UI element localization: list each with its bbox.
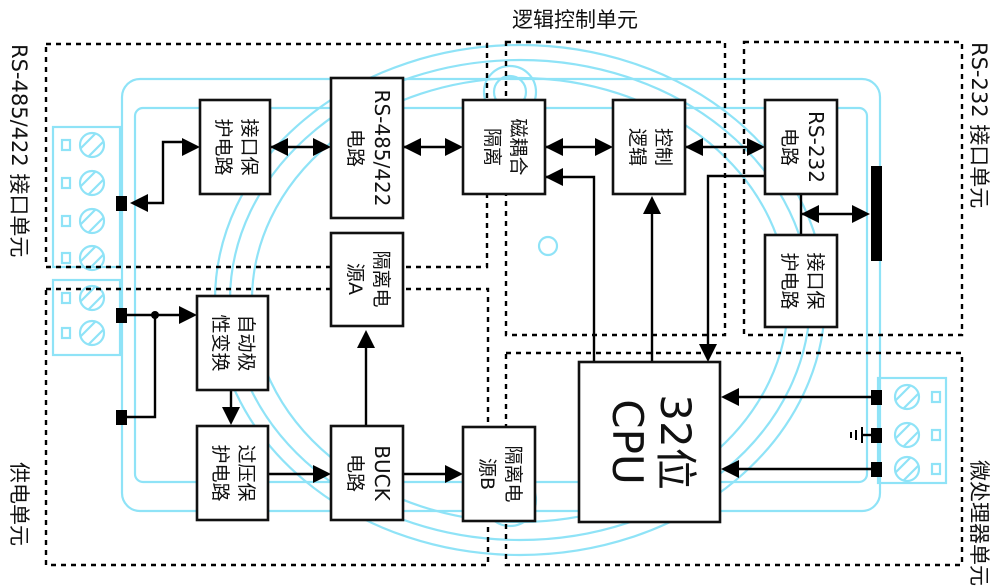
- block-isolated-power-b: [461, 425, 537, 523]
- label-isolated-power-b-1: 隔离电: [502, 445, 524, 502]
- label-rs485-protect-2: 护电路: [212, 118, 234, 175]
- label-magnetic-isolation-2: 隔离: [481, 128, 503, 166]
- screw-icon: [78, 244, 106, 272]
- unit-label-cpu: 微处理器单元: [967, 460, 991, 586]
- terminal-slot-icon: [930, 462, 942, 476]
- ground-icon: [850, 427, 863, 443]
- label-auto-polarity-1: 自动极: [235, 314, 257, 371]
- screw-icon: [78, 319, 106, 347]
- unit-label-logic: 逻辑控制单元: [512, 8, 638, 32]
- block-rs232-circuit: [763, 98, 839, 196]
- junction-dot: [151, 311, 159, 319]
- pin-power-2: [116, 410, 127, 425]
- pin-cpu-gnd: [871, 428, 882, 443]
- screw-icon: [893, 383, 921, 411]
- label-magnetic-isolation-1: 磁耦合: [507, 118, 529, 175]
- rs232-bus-bar: [871, 166, 882, 261]
- unit-label-power: 供电单元: [7, 462, 31, 546]
- label-isolated-power-a-2: 源A: [344, 263, 366, 295]
- blocks: [195, 76, 839, 524]
- label-cpu-1: 32位: [651, 394, 700, 489]
- label-control-logic-1: 控制: [652, 128, 674, 166]
- pin-power-1: [116, 308, 127, 323]
- unit-label-rs232: RS-232 接口单元: [967, 42, 991, 208]
- block-labels: 接口保 护电路 RS-485/422 电路 磁耦合 隔离 控制 逻辑 RS-23…: [209, 90, 828, 503]
- rs485-unit-boundary: [44, 42, 489, 269]
- screw-icon: [78, 169, 106, 197]
- connections: [125, 140, 875, 476]
- pin-cpu-1: [871, 390, 882, 405]
- terminal-slot-icon: [60, 214, 72, 228]
- label-rs485-circuit-1: RS-485/422: [370, 90, 394, 207]
- label-overvoltage-protect-1: 过压保: [235, 444, 257, 501]
- label-control-logic-2: 逻辑: [626, 128, 648, 166]
- label-cpu-2: CPU: [603, 399, 652, 484]
- block-rs232-protect: [763, 233, 839, 329]
- screw-icon: [893, 455, 921, 483]
- arrowheads: [130, 138, 870, 483]
- block-auto-polarity: [195, 294, 270, 392]
- block-magnetic-isolation: [461, 98, 547, 196]
- block-isolated-power-a: [329, 231, 405, 328]
- terminal-slot-icon: [930, 428, 942, 442]
- block-rs485-circuit: [329, 76, 405, 220]
- logic-unit-boundary: [504, 40, 727, 337]
- terminal-slot-icon: [60, 251, 72, 265]
- terminal-slot-icon: [60, 176, 72, 190]
- label-overvoltage-protect-2: 护电路: [209, 444, 231, 501]
- label-buck-circuit-1: BUCK: [370, 445, 394, 501]
- label-rs232-circuit-2: 电路: [778, 128, 800, 166]
- label-auto-polarity-2: 性变换: [209, 314, 231, 371]
- label-isolated-power-a-1: 隔离电: [370, 250, 392, 307]
- screw-icon: [78, 131, 106, 159]
- unit-label-rs485: RS-485/422 接口单元: [7, 44, 31, 257]
- terminal-slot-icon: [60, 326, 72, 340]
- terminal-slot-icon: [60, 138, 72, 152]
- terminal-slot-icon: [60, 291, 72, 305]
- label-rs485-protect-1: 接口保: [238, 118, 260, 175]
- block-cpu: [577, 360, 722, 524]
- rs232-unit-boundary: [742, 40, 964, 337]
- label-isolated-power-b-2: 源B: [476, 458, 498, 490]
- label-rs485-circuit-2: 电路: [344, 129, 366, 167]
- terminal-slot-icon: [930, 390, 942, 404]
- pin-cpu-2: [871, 462, 882, 477]
- screw-icon: [78, 207, 106, 235]
- label-rs232-protect-2: 护电路: [778, 252, 800, 309]
- block-buck-circuit: [329, 424, 405, 522]
- screw-icon: [893, 421, 921, 449]
- label-rs232-circuit-1: RS-232: [804, 111, 828, 183]
- terminal-pins: [116, 166, 882, 477]
- block-rs485-protect: [198, 98, 272, 196]
- block-control-logic: [611, 98, 687, 196]
- label-rs232-protect-1: 接口保: [804, 252, 826, 309]
- label-buck-circuit-2: 电路: [344, 454, 366, 492]
- unit-labels: 逻辑控制单元 RS-485/422 接口单元 供电单元 RS-232 接口单元 …: [7, 8, 991, 586]
- cpu-unit-boundary: [504, 351, 964, 567]
- block-overvoltage-protect: [195, 424, 270, 522]
- pin-rs485: [116, 196, 127, 211]
- screw-icon: [78, 284, 106, 312]
